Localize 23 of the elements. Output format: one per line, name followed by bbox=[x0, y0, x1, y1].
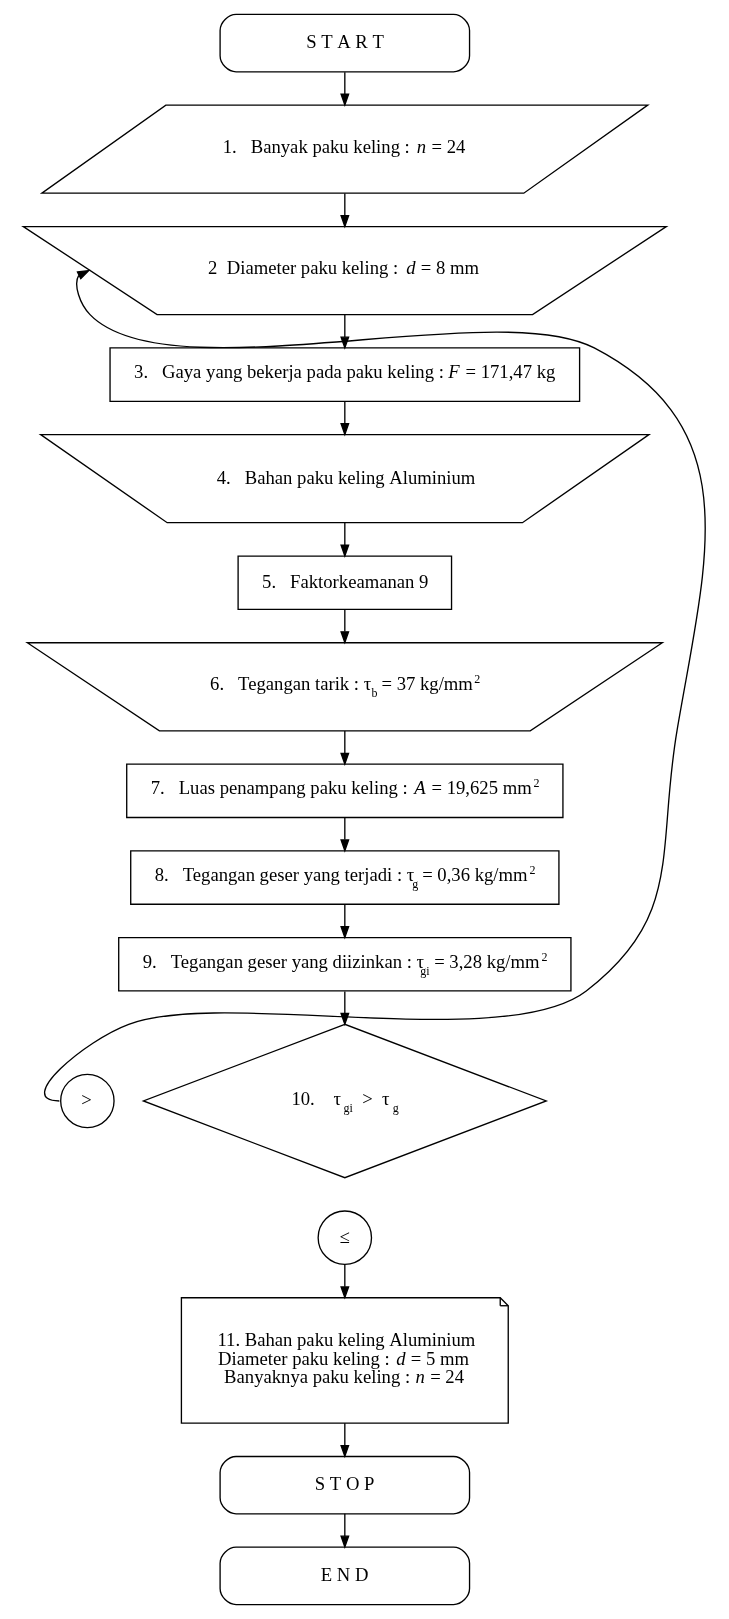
node-diamond: 10. τ$_{gi}$ > τ$_{g}$ bbox=[141, 1023, 549, 1179]
arrow bbox=[44, 269, 706, 1102]
node-box: 5. Faktorkeamanan 9 bbox=[237, 555, 453, 611]
node-box: 7. Luas penampang paku keling : A = 19,625 mm$^{2}$ bbox=[126, 763, 564, 819]
arrow bbox=[340, 1422, 350, 1459]
arrow bbox=[340, 71, 350, 107]
node-box: S T A R T bbox=[219, 13, 471, 73]
arrow bbox=[340, 1513, 350, 1549]
node-circle: > bbox=[60, 1073, 115, 1129]
node-box: E N D bbox=[219, 1546, 471, 1606]
arrow bbox=[340, 522, 350, 558]
node-box: S T O P bbox=[219, 1455, 471, 1515]
arrow bbox=[340, 1263, 350, 1300]
arrow bbox=[340, 192, 350, 229]
node-circle: ≤ bbox=[317, 1210, 373, 1266]
arrow bbox=[340, 400, 350, 437]
arrow bbox=[340, 608, 350, 645]
arrow bbox=[340, 730, 350, 767]
node-box: 8. Tegangan geser yang terjadi : τ$_{g}$ = 0,36 kg/mm$^{2}$ bbox=[130, 850, 560, 905]
arrow bbox=[340, 817, 350, 853]
node-box: 9. Tegangan geser yang diizinkan : τ$_{gi}$ = 3,28 kg/mm$^{2}$ bbox=[118, 936, 572, 992]
arrow bbox=[340, 903, 350, 940]
node-box: 3. Gaya yang bekerja pada paku keling : F = 171,47 kg bbox=[109, 347, 581, 402]
